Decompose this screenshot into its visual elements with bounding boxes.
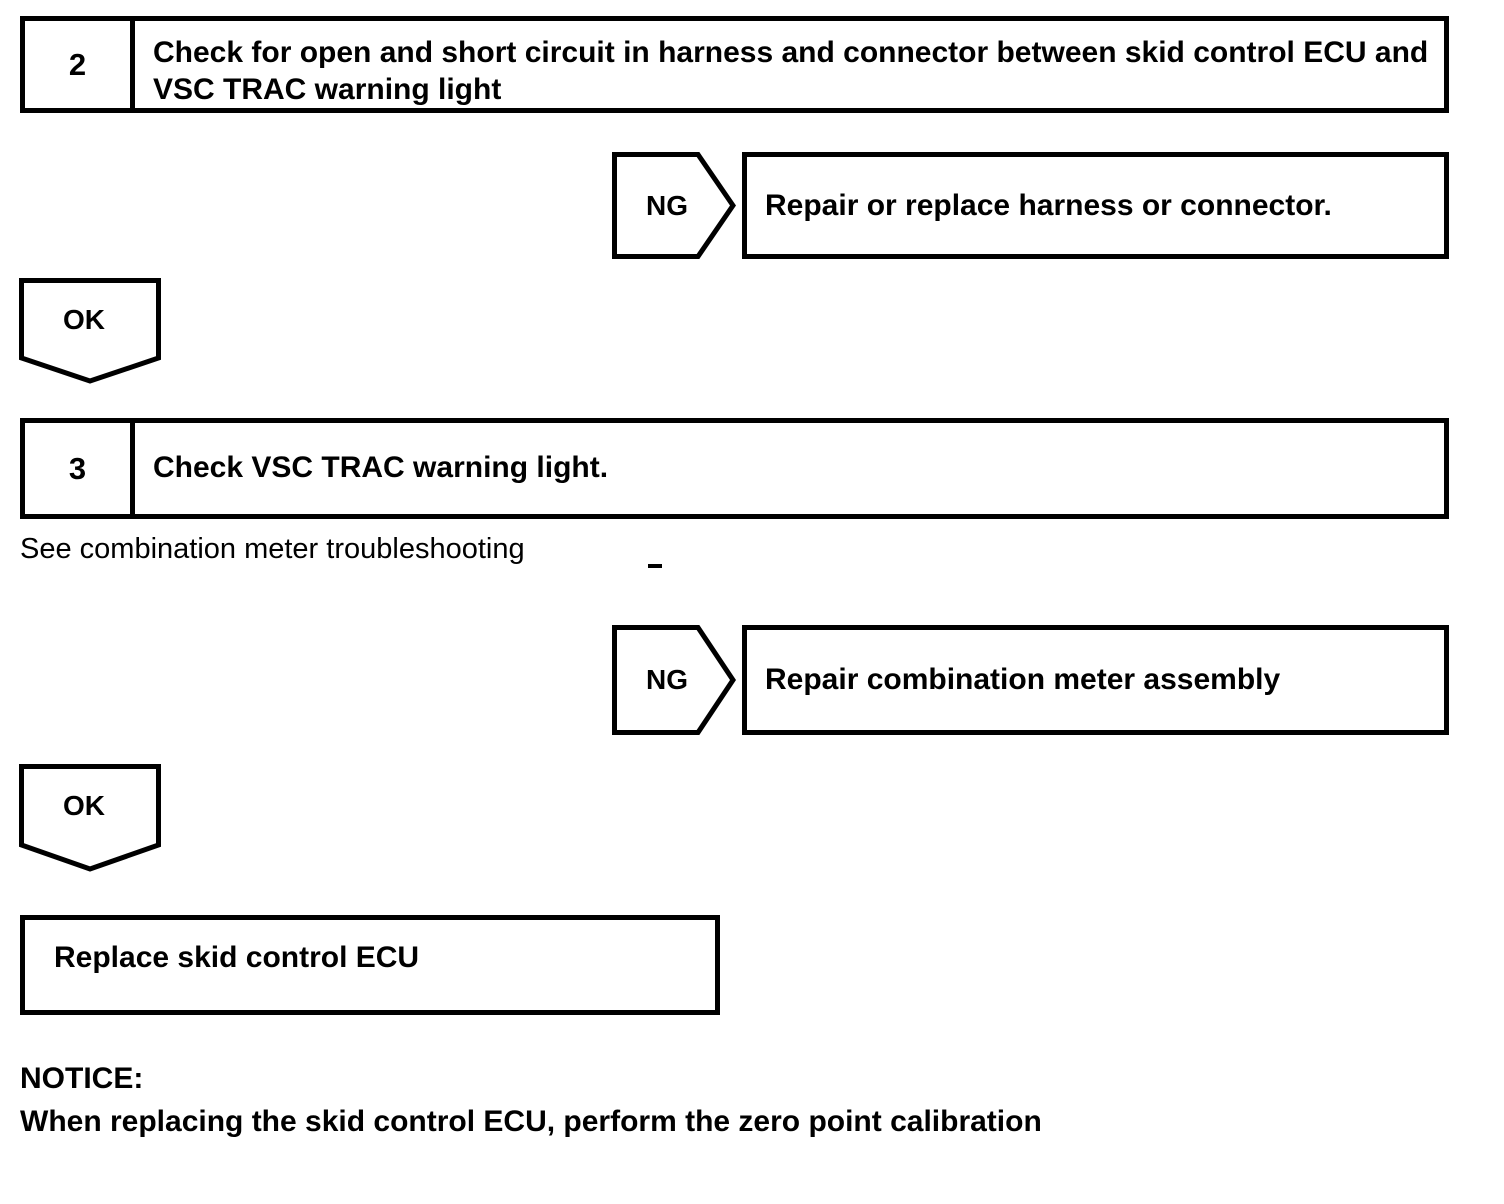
reference-note: See combination meter troubleshooting — [20, 533, 525, 565]
ng-chevron-2: NG — [612, 625, 736, 735]
ng-result-text-1: Repair or replace harness or connector. — [765, 188, 1332, 222]
step-instruction-3: Check VSC TRAC warning light. — [153, 451, 609, 485]
ng-chevron-2-outline — [612, 625, 736, 735]
final-action-text: Replace skid control ECU — [54, 941, 420, 974]
final-action-box: Replace skid control ECU — [20, 915, 720, 1015]
ok-chevron-2: OK — [19, 764, 161, 872]
step-number-3: 3 — [25, 423, 135, 514]
ok-chevron-1: OK — [19, 278, 161, 384]
ok-chevron-1-outline — [19, 278, 161, 384]
step-instruction-2: Check for open and short circuit in harn… — [153, 36, 1429, 106]
ok-chevron-2-outline — [19, 764, 161, 872]
ng-chevron-1-label: NG — [646, 189, 688, 221]
ok-chevron-1-label: OK — [63, 304, 105, 335]
ng-result-text-2: Repair combination meter assembly — [765, 663, 1281, 696]
step-number-2: 2 — [25, 21, 135, 108]
ng-result-box-1: Repair or replace harness or connector. — [742, 152, 1449, 259]
ng-chevron-1-outline — [612, 152, 736, 259]
step-box-2: 2 Check for open and short circuit in ha… — [20, 16, 1449, 113]
ng-chevron-1: NG — [612, 152, 736, 259]
ok-chevron-2-label: OK — [63, 790, 105, 821]
dash-artifact — [648, 564, 662, 568]
ng-chevron-2-label: NG — [646, 664, 688, 695]
ng-result-box-2: Repair combination meter assembly — [742, 625, 1449, 735]
notice-heading: NOTICE: — [20, 1062, 144, 1095]
step-box-3: 3 Check VSC TRAC warning light. — [20, 418, 1449, 519]
notice-body: When replacing the skid control ECU, per… — [20, 1105, 1042, 1138]
